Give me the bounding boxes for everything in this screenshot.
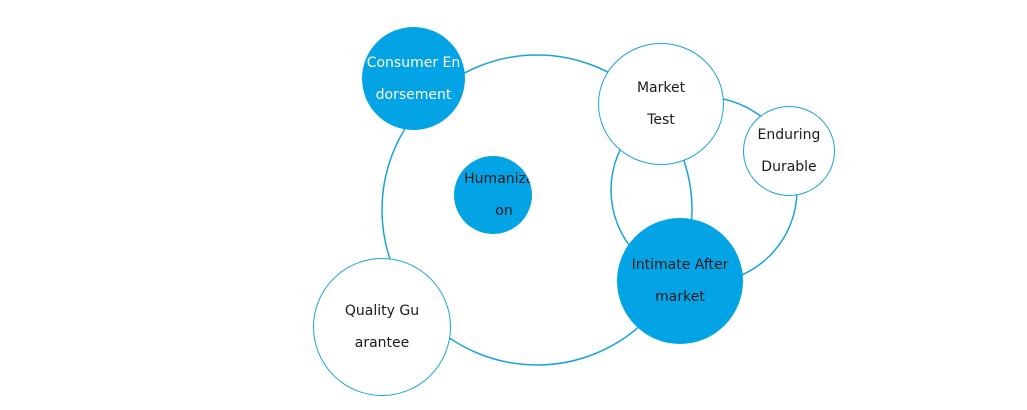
node-label: Consumer Endorsement: [366, 54, 461, 103]
node-humanization: Humanization: [454, 156, 532, 234]
node-enduring-durable: Enduring Durable: [743, 106, 835, 196]
node-label: Quality Guarantee: [344, 303, 420, 351]
main-ring: [381, 54, 693, 366]
node-intimate-aftermarket: Intimate Aftermarket: [617, 218, 743, 344]
node-quality-guarantee: Quality Guarantee: [313, 258, 451, 396]
node-market-test: Market Test: [598, 43, 724, 165]
node-consumer-endorsement: Consumer Endorsement: [362, 27, 465, 130]
node-label: Intimate Aftermarket: [631, 257, 729, 305]
node-label: Enduring Durable: [757, 127, 821, 175]
node-label: Humanization: [464, 171, 532, 219]
node-label: Market Test: [636, 80, 686, 128]
